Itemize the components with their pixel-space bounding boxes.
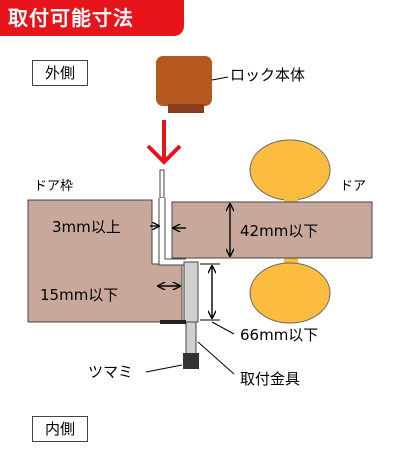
inside-label-box: 内側 [32, 416, 88, 442]
bracket-bar [183, 261, 199, 323]
knob-label: ツマミ [88, 363, 133, 381]
handle-bottom-icon [249, 262, 331, 324]
lock-body-leader [211, 76, 229, 81]
page-title: 取付可能寸法 [8, 6, 134, 30]
mount-plate-white [159, 198, 186, 265]
offset-max-label: 15mm以下 [40, 286, 118, 304]
knob-icon [183, 353, 199, 369]
red-down-arrow-icon [146, 120, 182, 165]
bracket-max-label: 66mm以下 [240, 326, 318, 344]
handle-top-icon [249, 139, 331, 201]
outside-label-box: 外側 [32, 60, 88, 86]
title-badge: 取付可能寸法 [0, 0, 184, 36]
door [171, 201, 373, 259]
knob-leader [145, 364, 183, 373]
mount-plate-edge-inner [164, 198, 186, 260]
outside-label: 外側 [44, 64, 75, 82]
door-label: ドア [340, 179, 366, 194]
gap-min-label: 3mm以上 [52, 218, 121, 236]
inside-label: 内側 [44, 420, 75, 438]
lock-body-base [168, 104, 204, 113]
thickness-max-label: 42mm以下 [240, 222, 318, 240]
lock-body [156, 56, 212, 113]
lock-body-shape [156, 56, 212, 106]
bracket-dim-leader [211, 321, 235, 335]
bracket-label: 取付金具 [240, 370, 300, 388]
bracket-leader [197, 341, 235, 375]
bracket-stem [185, 321, 197, 355]
door-frame-label: ドア枠 [34, 179, 73, 194]
lock-plate [159, 169, 165, 199]
lock-body-label: ロック本体 [230, 66, 305, 84]
frame-base-plate [160, 320, 186, 324]
mount-plate-edge-outer [158, 198, 186, 266]
